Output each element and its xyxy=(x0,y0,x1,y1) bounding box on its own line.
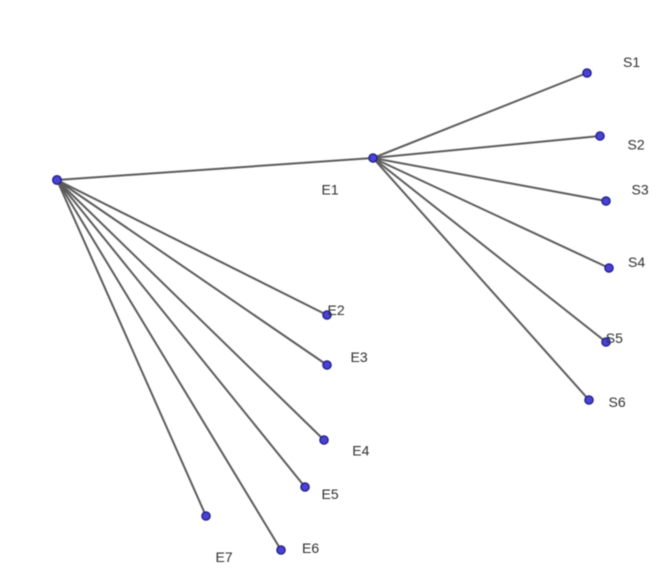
svg-text:S5: S5 xyxy=(606,330,623,346)
svg-text:E5: E5 xyxy=(322,486,339,502)
svg-text:E3: E3 xyxy=(351,349,368,365)
svg-text:S1: S1 xyxy=(623,54,640,70)
svg-text:E4: E4 xyxy=(352,443,369,459)
svg-text:S6: S6 xyxy=(609,394,626,410)
svg-text:S3: S3 xyxy=(632,182,649,198)
svg-text:S4: S4 xyxy=(628,254,645,270)
svg-text:E1: E1 xyxy=(322,182,339,198)
svg-text:E7: E7 xyxy=(216,549,233,565)
svg-text:E2: E2 xyxy=(328,302,345,318)
svg-text:S2: S2 xyxy=(628,137,645,153)
svg-text:E6: E6 xyxy=(302,540,319,556)
